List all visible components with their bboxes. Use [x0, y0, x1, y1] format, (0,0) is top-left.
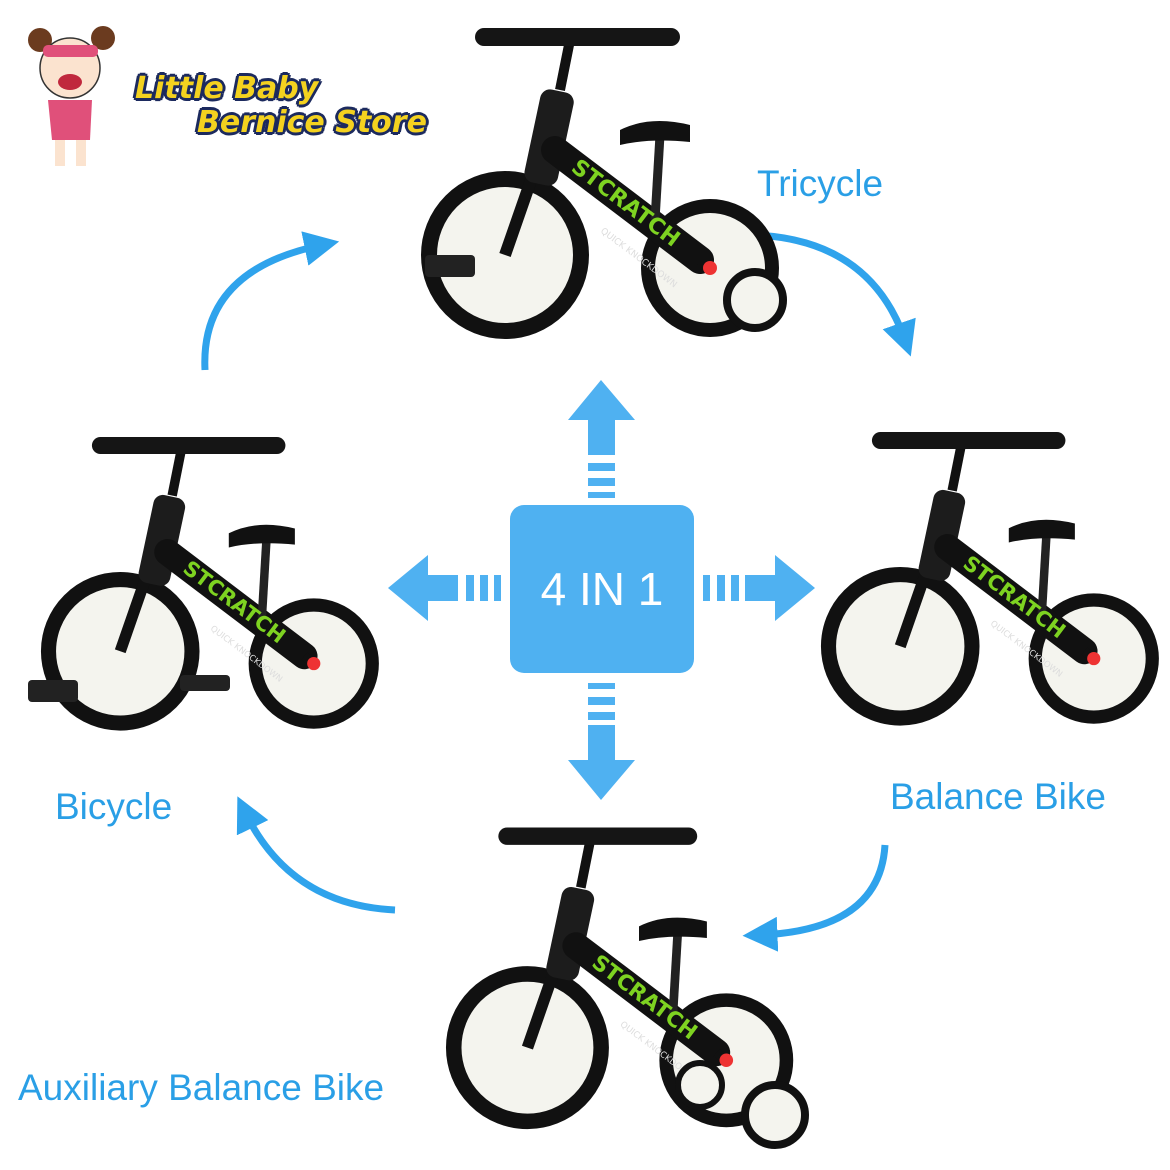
- bike-bicycle: STCRATCH QUICK KNOCKDOWN: [28, 437, 372, 723]
- label-balance-bike: Balance Bike: [890, 776, 1106, 817]
- label-bicycle: Bicycle: [55, 786, 173, 827]
- training-wheel: [675, 1060, 725, 1110]
- bike-tricycle: STCRATCH QUICK KNOCKDOWN: [425, 28, 787, 332]
- pedal-icon: [425, 255, 475, 277]
- training-wheel: [741, 1081, 809, 1149]
- pedal-icon: [180, 675, 230, 691]
- arrow-tricycle-to-balance: [754, 231, 916, 357]
- logo-mascot: [28, 26, 115, 166]
- center-4in1-box: 4 IN 1: [510, 505, 694, 673]
- bike-balance: STCRATCH QUICK KNOCKDOWN: [828, 432, 1152, 718]
- pedal-icon: [28, 680, 78, 702]
- logo-wordmark: Little Baby Bernice Store: [135, 72, 427, 140]
- label-auxiliary-balance-bike: Auxiliary Balance Bike: [18, 1067, 385, 1108]
- label-tricycle: Tricycle: [757, 163, 884, 204]
- arrow-balance-to-auxiliary: [742, 844, 889, 952]
- arrow-bicycle-to-tricycle: [201, 231, 340, 371]
- training-wheel: [723, 268, 787, 332]
- bike-auxiliary: STCRATCH QUICK KNOCKDOWN: [454, 827, 809, 1149]
- logo-line1: Little Baby: [135, 71, 319, 106]
- center-label: 4 IN 1: [540, 563, 664, 615]
- cross-arrows: [388, 380, 815, 800]
- arrow-auxiliary-to-bicycle: [236, 796, 396, 914]
- logo-line2: Bernice Store: [197, 105, 427, 140]
